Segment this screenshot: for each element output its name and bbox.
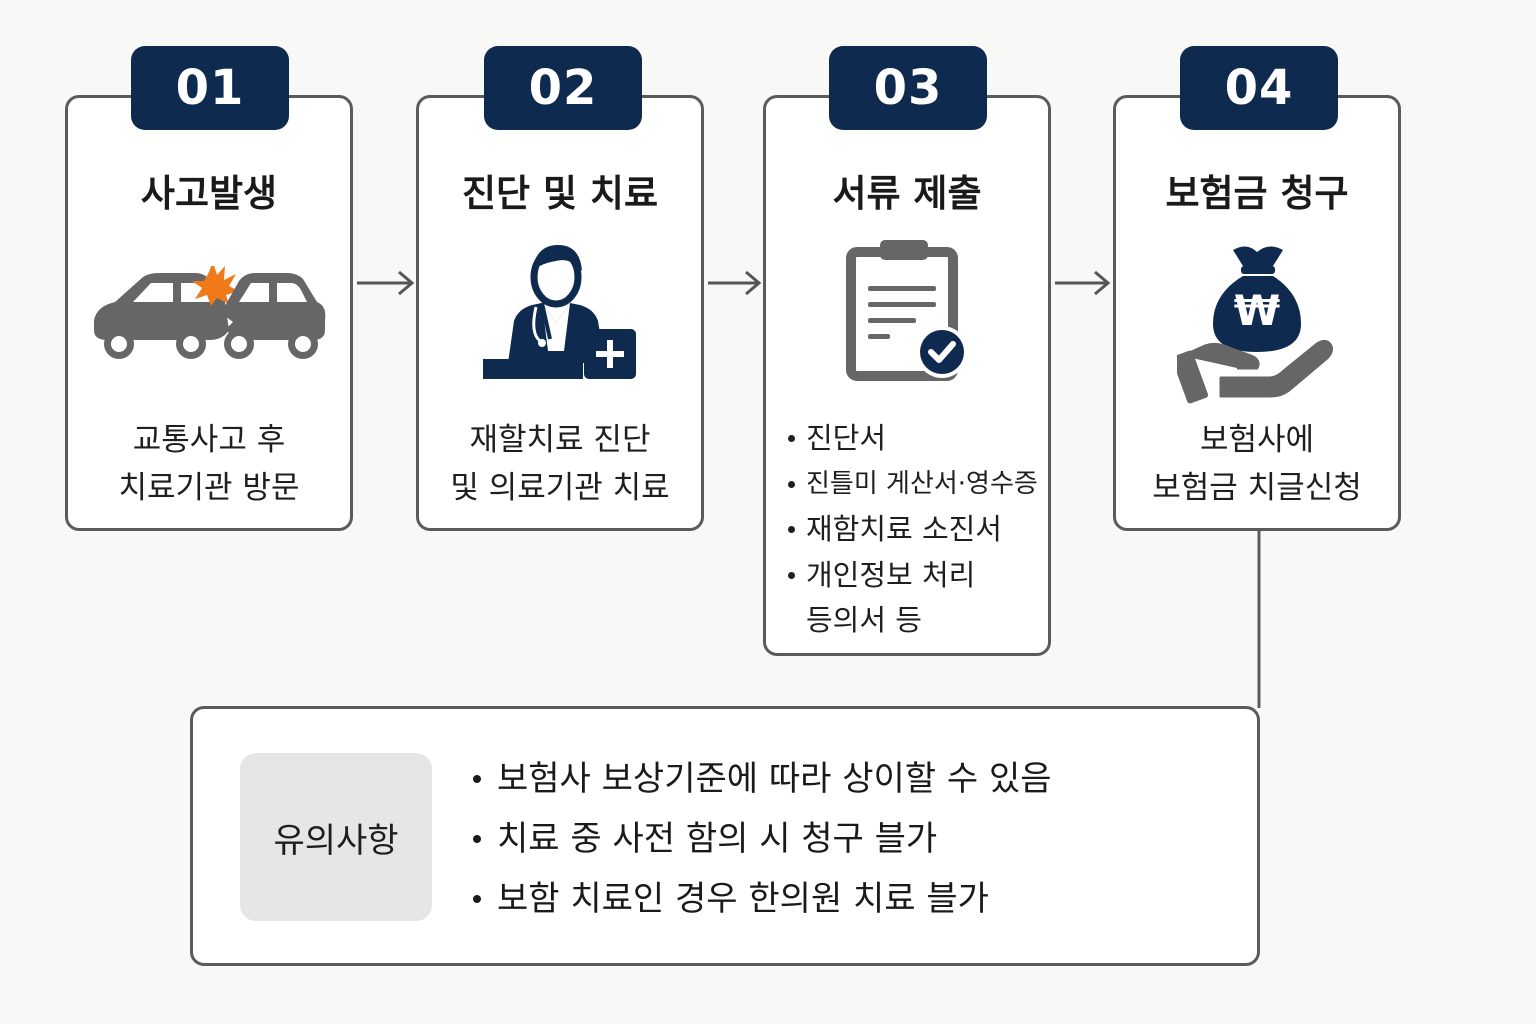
notice-box: 유의사항 보험사 보상기준에 따라 상이할 수 있음 치료 중 사전 함의 시 … [190, 706, 1260, 966]
list-item: 보험사 보상기준에 따라 상이할 수 있음 [471, 749, 1052, 809]
list-item: 진틀미 게산서·영수증 [786, 462, 1044, 508]
notice-list: 보험사 보상기준에 따라 상이할 수 있음 치료 중 사전 함의 시 청구 블가… [471, 749, 1052, 929]
list-item: 재함치료 소진서 [786, 507, 1044, 553]
step-number-badge: 04 [1180, 46, 1338, 130]
step-title: 진단 및 치료 [462, 172, 658, 215]
list-item: 치료 중 사전 함의 시 청구 블가 [471, 809, 1052, 869]
notice-label: 유의사항 [240, 753, 432, 921]
won-symbol: ₩ [1233, 286, 1281, 335]
money-bag-hand-icon: ₩ [1116, 240, 1398, 410]
step-card-accident: 사고발생 교통사고 후 치료기관 방문 [65, 95, 353, 531]
step-number-badge: 03 [829, 46, 987, 130]
list-item: 진단서 [786, 416, 1044, 462]
step-title: 사고발생 [140, 172, 278, 215]
arrow-right-icon [357, 270, 415, 296]
step-card-diagnosis: 진단 및 치료 재할치료 진단 및 의료기관 치료 [416, 95, 704, 531]
clipboard-check-icon [766, 238, 1048, 388]
step-description: 보험사에 보험금 치글신청 [1152, 422, 1362, 506]
step-description: 재할치료 진단 및 의료기관 치료 [450, 422, 670, 506]
step-card-claim: 보험금 청구 ₩ 보험사에 보험금 치글신청 [1113, 95, 1401, 531]
step-description: 교통사고 후 치료기관 방문 [118, 422, 300, 506]
step-number-badge: 02 [484, 46, 642, 130]
document-list: 진단서 진틀미 게산서·영수증 재함치료 소진서 개인정보 처리 등의서 등 [786, 416, 1044, 644]
step-title: 서류 제출 [832, 172, 982, 215]
step-card-documents: 서류 제출 진단서 진틀미 게산서·영수증 재함치료 소진서 개인정보 처리 등… [763, 95, 1051, 656]
arrow-right-icon [1055, 270, 1111, 296]
car-collision-icon [68, 262, 350, 374]
arrow-right-icon [708, 270, 762, 296]
list-item: 개인정보 처리 등의서 등 [786, 553, 1044, 644]
step-title: 보험금 청구 [1165, 172, 1349, 215]
list-item: 보함 치료인 경우 한의원 치료 블가 [471, 869, 1052, 929]
step-number-badge: 01 [131, 46, 289, 130]
doctor-icon [419, 241, 701, 387]
